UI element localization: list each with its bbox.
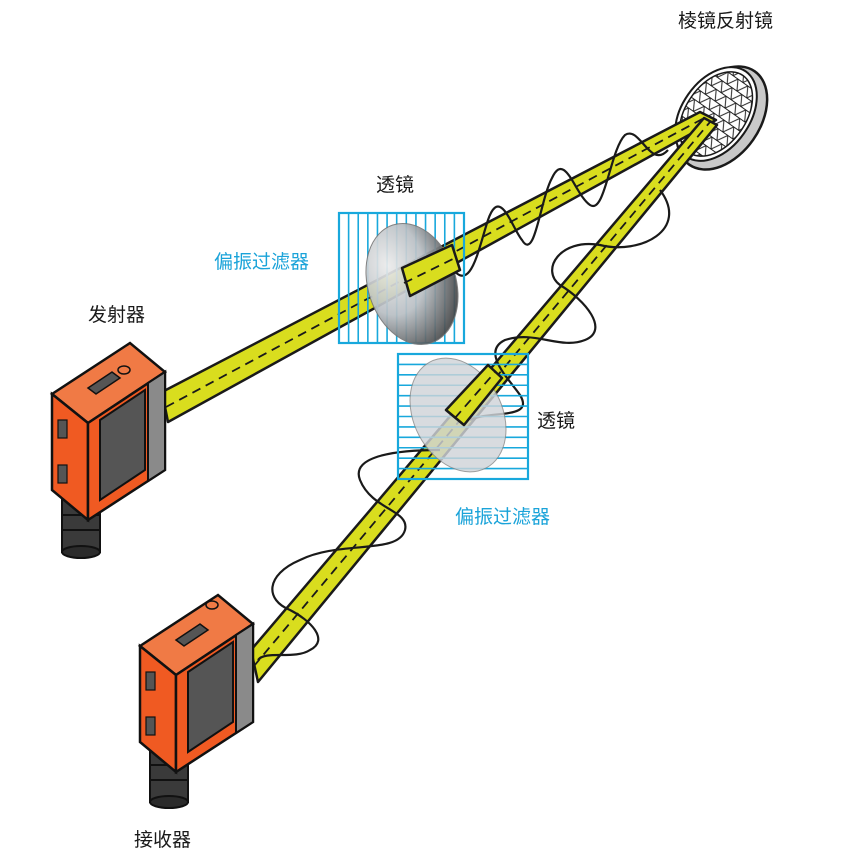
emitter-beam-through-lens bbox=[400, 243, 462, 298]
label-lens-top: 透镜 bbox=[376, 174, 414, 196]
label-polarizing-filter-bottom: 偏振过滤器 bbox=[455, 506, 550, 528]
label-polarizing-filter-top: 偏振过滤器 bbox=[214, 251, 309, 273]
receiver-sensor bbox=[137, 593, 256, 809]
label-emitter: 发射器 bbox=[88, 304, 145, 326]
emitter-sensor bbox=[49, 341, 168, 559]
return-wave-lower bbox=[257, 448, 441, 661]
outgoing-wave bbox=[447, 132, 669, 277]
label-lens-bottom: 透镜 bbox=[537, 410, 575, 432]
label-prism-reflector: 棱镜反射镜 bbox=[678, 10, 773, 32]
label-receiver: 接收器 bbox=[134, 829, 191, 851]
